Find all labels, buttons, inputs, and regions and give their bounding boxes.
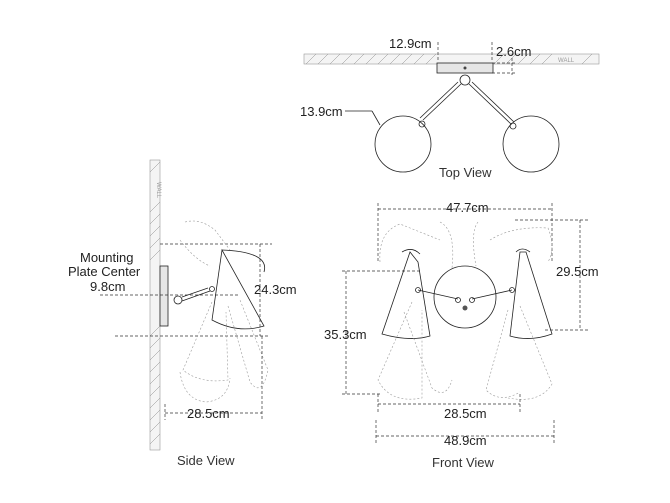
side-mounting-plate [159, 265, 169, 327]
front-ghost-shades [377, 221, 553, 400]
side-wall: WALL [149, 159, 161, 451]
side-ghost-shades [179, 220, 269, 403]
top-plate-width-label: 12.9cm [389, 36, 432, 51]
front-right-height-label: 29.5cm [556, 264, 599, 279]
front-view-title: Front View [432, 455, 495, 470]
side-view: WALL 24.3cm 28.5cm Mount [68, 159, 297, 468]
side-height-label: 24.3cm [254, 282, 297, 297]
top-hub [459, 74, 471, 86]
side-shade [211, 248, 266, 330]
top-view-title: Top View [439, 165, 492, 180]
top-wall-label: WALL [558, 58, 575, 64]
front-view: 47.7cm 29.5cm 35.3cm [324, 200, 599, 470]
mounting-label-line2: Plate Center [68, 264, 141, 279]
top-view: WALL 12.9cm 2.6cm 13.9cm Top View [300, 36, 600, 180]
top-plate-depth-label: 2.6cm [496, 44, 531, 59]
top-wall: WALL [303, 53, 600, 65]
side-wall-label: WALL [155, 182, 161, 199]
mounting-label-line1: Mounting [80, 250, 133, 265]
top-right-shade [502, 115, 560, 173]
top-left-shade [374, 115, 432, 173]
side-mount-center-label: 9.8cm [90, 279, 125, 294]
front-backplate [433, 265, 497, 329]
front-inner-width-label: 28.5cm [444, 406, 487, 421]
front-overall-width-label: 48.9cm [444, 433, 487, 448]
front-left-height-label: 35.3cm [324, 327, 367, 342]
front-top-width-label: 47.7cm [446, 200, 489, 215]
top-shade-diameter-label: 13.9cm [300, 104, 343, 119]
side-extension-label: 28.5cm [187, 406, 230, 421]
side-view-title: Side View [177, 453, 235, 468]
front-left-shade [381, 249, 431, 339]
front-right-shade [509, 248, 553, 339]
